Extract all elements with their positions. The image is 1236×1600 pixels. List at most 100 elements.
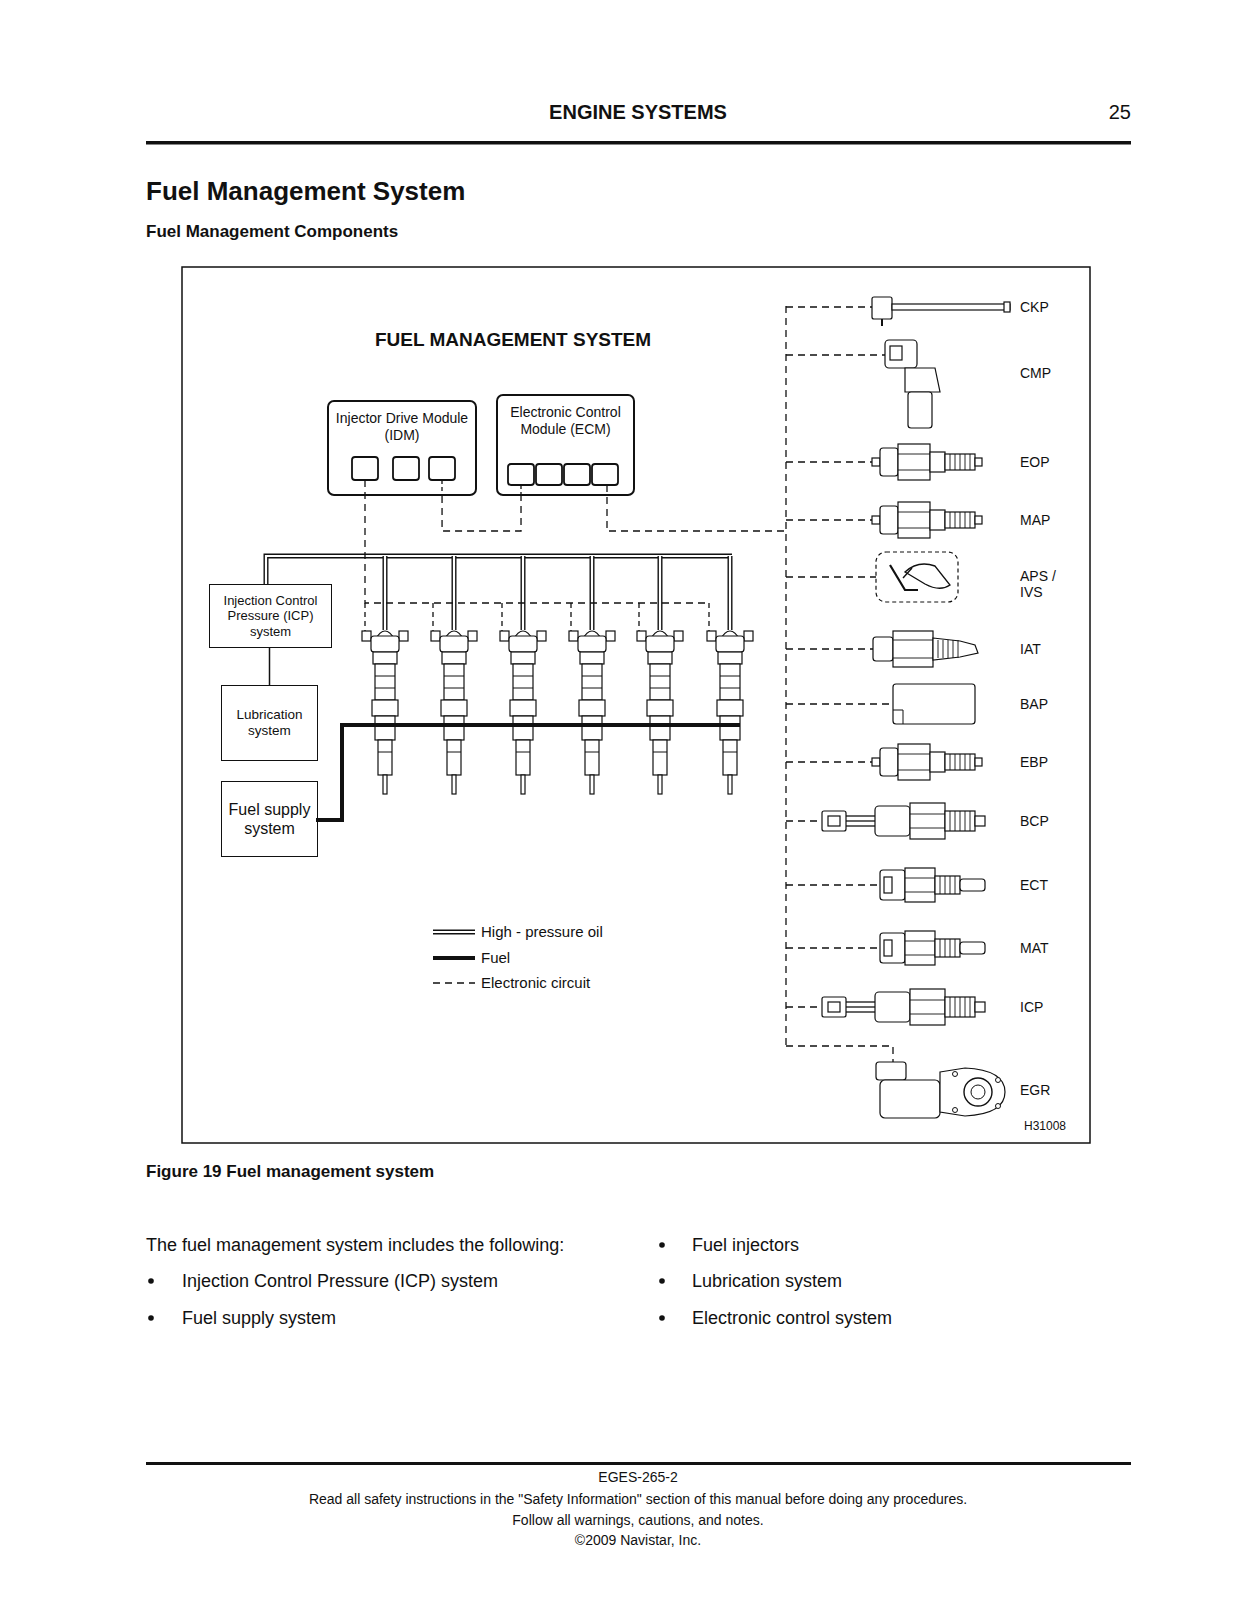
thread-line: [960, 454, 961, 470]
sensor-edge: [893, 640, 933, 641]
injector-band: [720, 676, 740, 677]
injector-band: [720, 688, 740, 689]
oil-drop-line: [590, 556, 595, 630]
injector-nut: [372, 700, 398, 716]
pigtail-pins: [828, 816, 840, 826]
injector-ear: [744, 631, 753, 641]
sensor-branch-wire: [786, 461, 872, 462]
oil-drop-line: [452, 556, 457, 630]
seal-ring: [960, 811, 961, 831]
ckp-tip: [1004, 302, 1010, 312]
sensor-label: CMP: [1020, 365, 1051, 381]
injector-collar: [373, 652, 397, 664]
connector-square: [508, 464, 534, 485]
fuel-line: [720, 723, 740, 727]
thread-line: [965, 512, 966, 528]
thread-line: [950, 939, 951, 957]
injector-nozzle: [653, 740, 667, 775]
pressure-sensor-connector: [880, 448, 898, 476]
injector-nut: [441, 700, 467, 716]
bullet-item: Lubrication system: [692, 1271, 842, 1292]
sensor-edge: [905, 955, 935, 956]
pigtail-wire: [846, 815, 875, 816]
sensor-label: BAP: [1020, 696, 1048, 712]
injector-signal-wire: [364, 603, 365, 634]
sensor-label: MAT: [1020, 940, 1049, 956]
injector-band: [516, 752, 530, 753]
injector-tip: [383, 775, 387, 794]
injector-nozzle: [516, 740, 530, 775]
seal-ring: [965, 997, 966, 1017]
pressure-sensor-tip: [975, 458, 982, 466]
thread-line: [970, 454, 971, 470]
sensor-edge: [910, 1000, 945, 1001]
sensor-tab: [872, 758, 880, 766]
bolt-hole: [996, 1078, 1001, 1083]
sensor-label: IAT: [1020, 641, 1041, 657]
fuel-line: [650, 723, 670, 727]
thread-line: [940, 939, 941, 957]
fuel-line: [444, 723, 464, 727]
ckp-rod: [892, 304, 1010, 310]
injector-band: [582, 676, 602, 677]
temperature-sensor-thread: [935, 876, 960, 894]
seal-ring: [950, 811, 951, 831]
sensor-edge: [910, 814, 945, 815]
sensor-label: MAP: [1020, 512, 1050, 528]
bullet-item: Fuel supply system: [182, 1308, 336, 1329]
injector-nozzle: [378, 740, 392, 775]
seal-ring: [965, 811, 966, 831]
injector-ear: [399, 631, 408, 641]
sensor-edge: [898, 770, 930, 771]
connector-latch: [890, 346, 902, 360]
sensor-branch-wire: [786, 1006, 822, 1007]
injector-band: [444, 688, 464, 689]
body-text: The fuel management system includes the …: [146, 1235, 564, 1256]
oil-connector: [269, 648, 271, 685]
box-label: Lubrication system: [227, 707, 312, 739]
sensor-branch-wire: [786, 761, 872, 762]
pressure-sensor-hex: [898, 744, 930, 780]
pigtail-wire: [846, 1006, 875, 1007]
injector-band: [513, 676, 533, 677]
legend-text: Electronic circuit: [481, 974, 590, 991]
thread-line: [943, 640, 944, 658]
injector-head: [646, 636, 674, 652]
bullet-dot: [659, 1315, 665, 1321]
pressure-sensor-base: [930, 752, 945, 772]
thread-line: [970, 754, 971, 770]
seal-ring: [960, 997, 961, 1017]
oil-drop-line: [383, 556, 388, 630]
bullet-dot: [659, 1278, 665, 1284]
injector-head: [578, 636, 606, 652]
figure-frame: [182, 267, 1090, 1143]
system-box: Injection Control Pressure (ICP) system: [209, 584, 332, 648]
sensor-seal: [945, 997, 975, 1017]
injector-collar: [718, 652, 742, 664]
electronic-connector: [442, 496, 521, 531]
injector-nut: [510, 700, 536, 716]
temperature-sensor-thread: [935, 939, 960, 957]
bullet-dot: [148, 1278, 154, 1284]
thread-line: [940, 876, 941, 894]
oil-drop-line: [659, 556, 661, 630]
page-title: Fuel Management System: [146, 177, 465, 207]
pigtail-pins: [828, 1002, 840, 1012]
oil-drop-line: [453, 556, 455, 630]
bullet-item: Fuel injectors: [692, 1235, 799, 1256]
injector-signal-wire: [501, 603, 502, 634]
injector-nut: [579, 700, 605, 716]
diagram-heading: FUEL MANAGEMENT SYSTEM: [375, 329, 651, 351]
thread-line: [955, 454, 956, 470]
oil-drop-line: [521, 556, 526, 630]
thread-line: [953, 640, 954, 658]
sensor-label: ECT: [1020, 877, 1048, 893]
sensor-edge: [898, 454, 930, 455]
injector-body: [513, 664, 533, 700]
box-label: Fuel supply system: [227, 800, 312, 838]
pigtail-wire: [846, 820, 875, 821]
pressure-sensor-tip: [975, 758, 982, 766]
oil-drop-line: [729, 556, 731, 630]
sensor-label: ICP: [1020, 999, 1043, 1015]
fuel-line: [375, 723, 395, 727]
